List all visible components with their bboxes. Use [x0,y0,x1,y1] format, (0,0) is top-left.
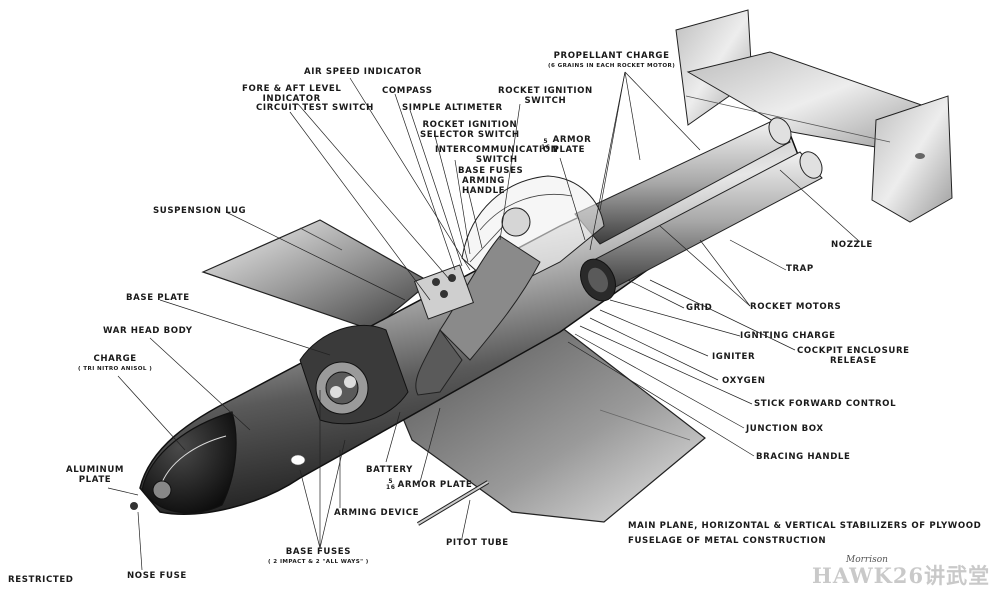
construction-note-line1: MAIN PLANE, HORIZONTAL & VERTICAL STABIL… [628,521,982,531]
label-war-head-body: WAR HEAD BODY [103,326,193,336]
rocket-motor-tubes [574,117,823,302]
label-arming-device: ARMING DEVICE [334,508,420,518]
label-restricted: RESTRICTED [8,575,74,585]
right-vertical-stabilizer [871,95,953,223]
pilot-body [439,235,541,361]
label-air-speed-indicator: AIR SPEED INDICATOR [304,67,423,77]
label-pitot-tube: PITOT TUBE [446,538,509,548]
label-propellant-charge: PROPELLANT CHARGE (6 GRAINS IN EACH ROCK… [548,51,676,69]
pilot-head [501,207,531,237]
cockpit [413,175,605,396]
warhead [130,324,409,514]
label-nose-fuse: NOSE FUSE [127,571,187,581]
watermark: HAWK26讲武堂 [812,563,991,588]
artist-signature: Morrison [846,555,888,565]
pitot-tube-drawing [416,480,490,526]
construction-note-line2: FUSELAGE OF METAL CONSTRUCTION [628,536,827,546]
label-oxygen: OXYGEN [722,376,766,386]
label-igniter: IGNITER [712,352,756,362]
label-igniting-charge: IGNITING CHARGE [740,331,836,341]
leader-lines [107,71,861,571]
label-base-plate: BASE PLATE [126,293,190,303]
label-circuit-test-switch: CIRCUIT TEST SWITCH [256,103,374,113]
label-suspension-lug: SUSPENSION LUG [153,206,247,216]
label-trap: TRAP [786,264,814,274]
label-junction-box: JUNCTION BOX [746,424,824,434]
label-charge: CHARGE ( TRI NITRO ANISOL ) [78,354,153,372]
label-grid: GRID [686,303,713,313]
label-rocket-motors: ROCKET MOTORS [750,302,842,312]
label-base-fuses: BASE FUSES ( 2 IMPACT & 2 "ALL WAYS" ) [268,547,369,565]
label-stick-forward-control: STICK FORWARD CONTROL [754,399,897,409]
label-bracing-handle: BRACING HANDLE [756,452,851,462]
label-battery: BATTERY [366,465,413,475]
label-simple-altimeter: SIMPLE ALTIMETER [402,103,503,113]
label-base-fuses-arming-handle: BASE FUSES ARMING HANDLE [458,166,524,196]
label-nozzle: NOZZLE [831,240,873,250]
tail-assembly [675,9,953,223]
label-compass: COMPASS [382,86,433,96]
